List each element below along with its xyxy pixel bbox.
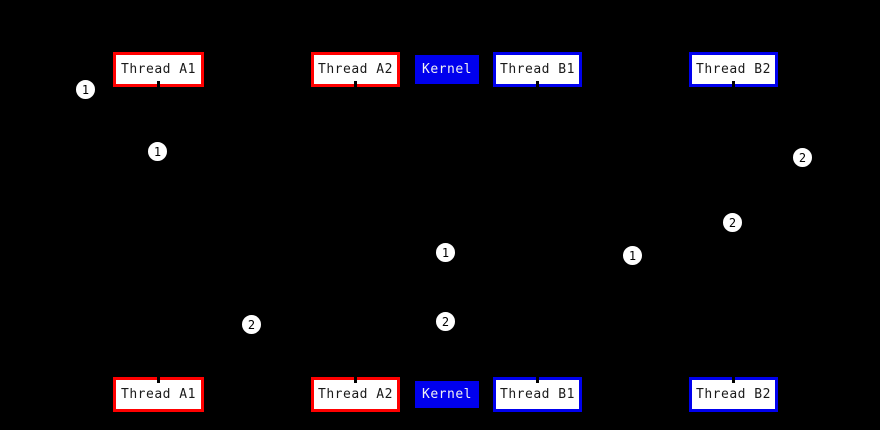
lifeline-notch [156,81,160,87]
step-marker: 2 [241,314,262,335]
lifeline-notch [731,377,735,383]
participant-label: Thread A2 [318,387,393,402]
step-marker: 1 [75,79,96,100]
participant-thread-b2-bottom: Thread B2 [689,377,778,412]
step-marker: 1 [435,242,456,263]
participant-thread-a1-bottom: Thread A1 [113,377,204,412]
participant-kernel-top: Kernel [415,55,479,84]
participant-label: Thread B2 [696,62,771,77]
step-marker: 2 [792,147,813,168]
lifeline-notch [535,377,539,383]
participant-thread-a2-bottom: Thread A2 [311,377,400,412]
step-marker: 1 [622,245,643,266]
participant-label: Kernel [422,387,472,402]
participant-thread-a2-top: Thread A2 [311,52,400,87]
participant-thread-b1-top: Thread B1 [493,52,582,87]
lifeline-notch [353,81,357,87]
participant-label: Thread A1 [121,387,196,402]
participant-label: Thread B2 [696,387,771,402]
participant-label: Thread A1 [121,62,196,77]
participant-kernel-bottom: Kernel [415,381,479,408]
participant-thread-b2-top: Thread B2 [689,52,778,87]
participant-label: Thread A2 [318,62,393,77]
lifeline-notch [535,81,539,87]
lifeline-notch [156,377,160,383]
participant-label: Thread B1 [500,387,575,402]
participant-label: Kernel [422,62,472,77]
lifeline-notch [353,377,357,383]
participant-thread-b1-bottom: Thread B1 [493,377,582,412]
step-marker: 2 [722,212,743,233]
participant-thread-a1-top: Thread A1 [113,52,204,87]
step-marker: 2 [435,311,456,332]
participant-label: Thread B1 [500,62,575,77]
lifeline-notch [731,81,735,87]
step-marker: 1 [147,141,168,162]
